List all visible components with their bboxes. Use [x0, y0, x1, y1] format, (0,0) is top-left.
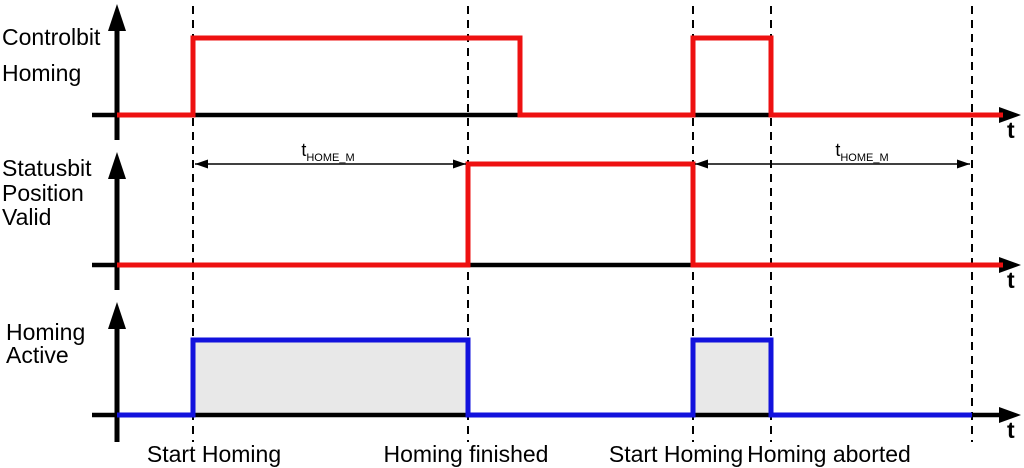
panel-label-homing-active-line2: Active	[6, 342, 69, 368]
y-axis-arrow-icon	[108, 152, 126, 179]
panel-label-controlbit-homing-line2: Homing	[2, 60, 81, 86]
panel-label-statusbit-position-valid-line1: Statusbit	[2, 155, 92, 181]
measure-label-0: tHOME_M	[301, 140, 354, 164]
signal-statusbit-position-valid	[117, 161, 1003, 268]
panel-label-homing-active-line1: Homing	[6, 319, 85, 345]
measure-arrowhead-right-icon	[957, 159, 970, 169]
y-axis-arrow-icon	[108, 302, 126, 329]
time-axis-label-controlbit-homing: t	[1007, 117, 1015, 143]
signal-fill-homing-active	[693, 340, 771, 415]
panel-label-statusbit-position-valid-line2: Position	[2, 180, 84, 206]
time-axis-arrow-icon	[999, 257, 1021, 273]
time-axis-label-statusbit-position-valid: t	[1007, 267, 1015, 293]
measure-arrowhead-right-icon	[453, 159, 466, 169]
panel-label-statusbit-position-valid-line3: Valid	[2, 204, 51, 230]
measure-label-1: tHOME_M	[835, 140, 888, 164]
signal-homing-active	[117, 337, 972, 418]
event-label-0: Start Homing	[147, 441, 281, 467]
signal-controlbit-homing	[117, 35, 1003, 118]
measure-arrowhead-left-icon	[195, 159, 208, 169]
signal-fill-homing-active	[193, 340, 468, 415]
time-axis-label-homing-active: t	[1007, 417, 1015, 443]
y-axis-arrow-icon	[108, 4, 126, 31]
event-label-3: Homing aborted	[747, 441, 911, 467]
time-axis-arrow-icon	[999, 407, 1021, 423]
panel-label-controlbit-homing-line1: Controlbit	[2, 24, 101, 50]
event-label-1: Homing finished	[384, 441, 549, 467]
time-axis-arrow-icon	[999, 107, 1021, 123]
measure-arrowhead-left-icon	[695, 159, 708, 169]
event-label-2: Start Homing	[609, 441, 743, 467]
